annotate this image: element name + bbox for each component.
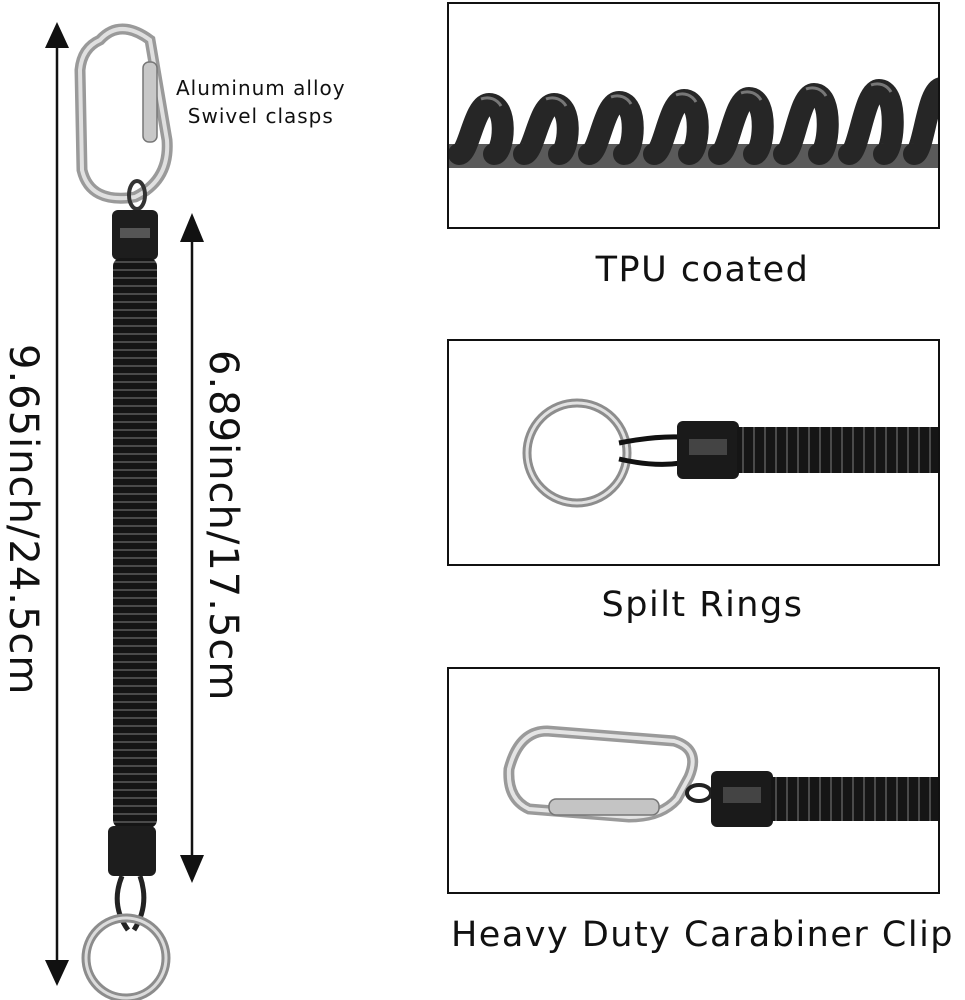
split-ring-closeup-icon [522,398,938,508]
carabiner-caption: Heavy Duty Carabiner Clip [450,915,955,955]
overall-length-label: 9.65inch/24.5cm [0,344,46,696]
lanyard-product-illustration [45,22,204,1000]
split-rings-caption: Spilt Rings [601,585,804,625]
clasp-callout-line1: Aluminum alloy [176,76,346,100]
coil-length-arrow [180,213,204,883]
carabiner-icon [74,23,173,204]
split-ring-panel [447,339,940,566]
tpu-coil-panel [447,2,940,229]
coil-closeup-icon [449,77,938,168]
bottom-end-cap [108,826,156,876]
tpu-caption: TPU coated [595,250,810,290]
clasp-callout-line2: Swivel clasps [187,104,334,128]
coil-length-label: 6.89inch/17.5cm [200,350,246,702]
carabiner-panel [447,667,940,894]
coiled-cord [113,258,157,828]
carabiner-closeup-icon [503,725,938,827]
overall-length-arrow [45,22,69,986]
clasp-callout: Aluminum alloy Swivel clasps [176,74,346,130]
